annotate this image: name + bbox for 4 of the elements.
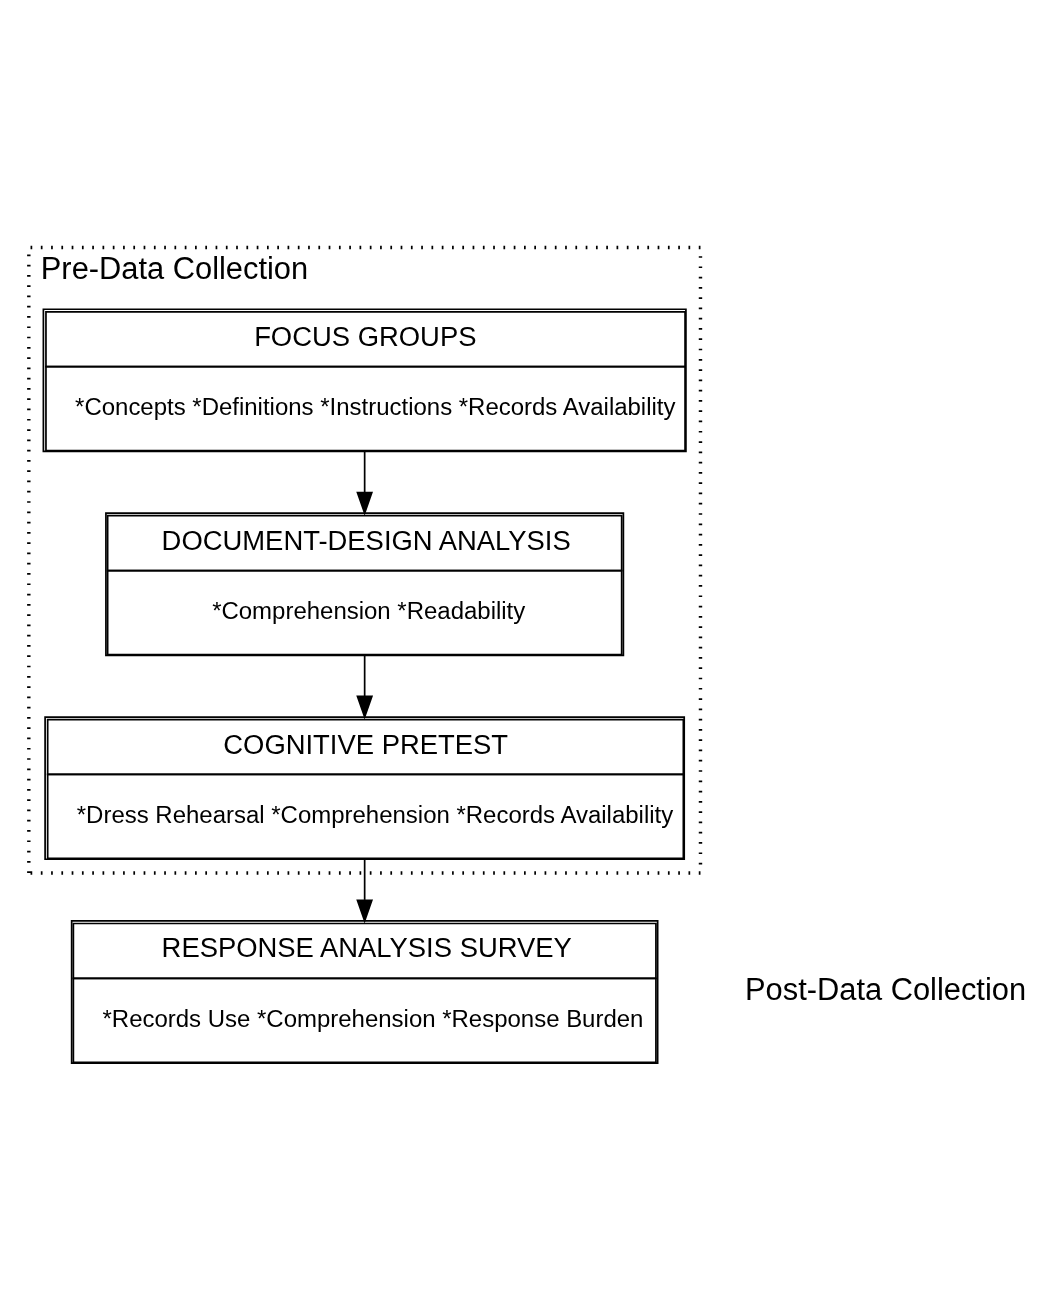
arrow	[356, 858, 374, 924]
arrow	[356, 654, 374, 720]
node-label: Post-Data Collection	[745, 971, 1027, 1007]
arrow	[356, 450, 374, 516]
